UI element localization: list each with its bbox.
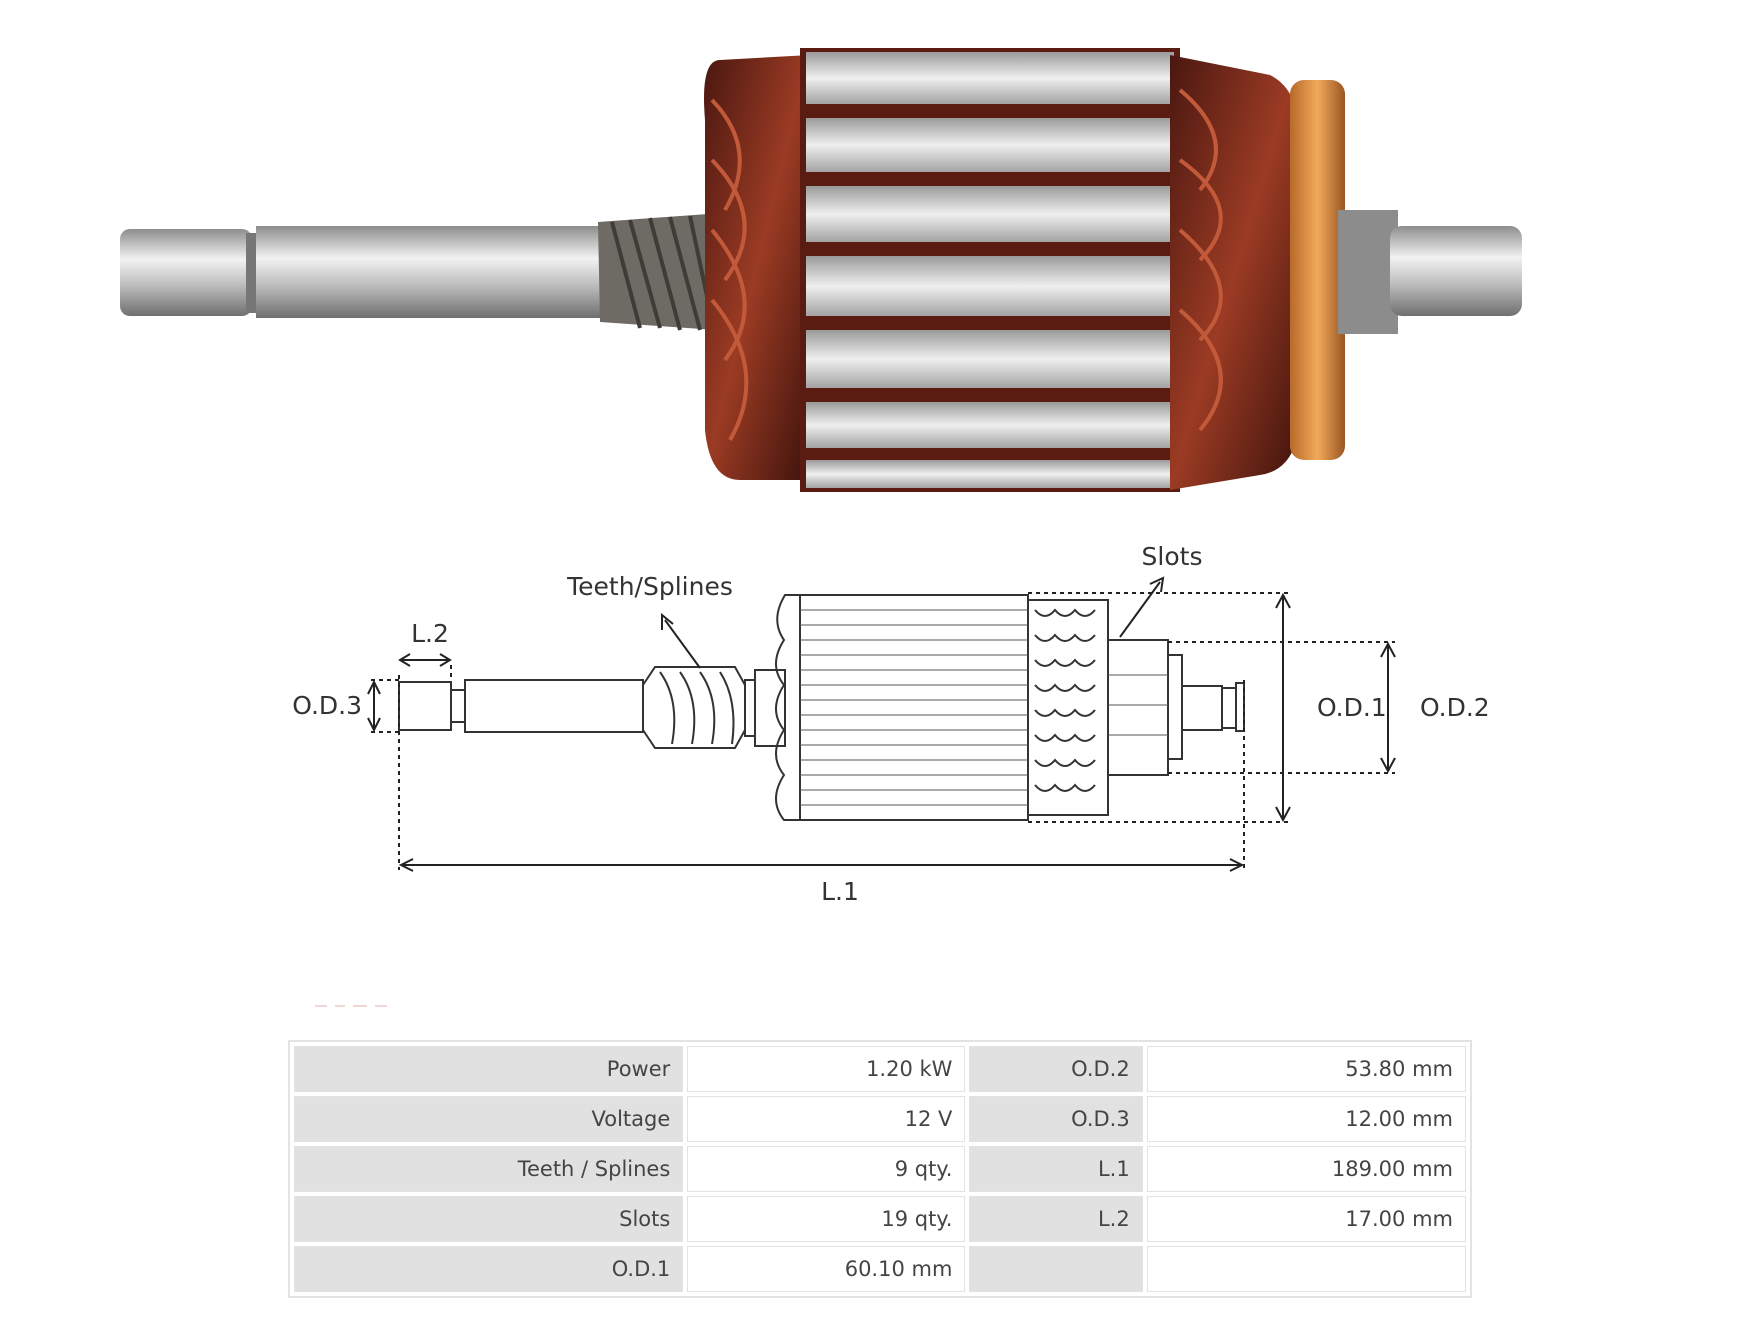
faint-mark (315, 1005, 387, 1007)
spec-value: 60.10 mm (687, 1246, 966, 1292)
table-row: Power 1.20 kW O.D.2 53.80 mm (294, 1046, 1466, 1092)
spec-key (969, 1246, 1143, 1292)
spec-key: O.D.2 (969, 1046, 1143, 1092)
spec-key: Slots (294, 1196, 684, 1242)
table-row: Voltage 12 V O.D.3 12.00 mm (294, 1096, 1466, 1142)
pinion-gear (598, 214, 716, 331)
specs-table: Power 1.20 kW O.D.2 53.80 mm Voltage 12 … (288, 1040, 1472, 1298)
label-od3: O.D.3 (292, 691, 362, 720)
spec-value: 9 qty. (687, 1146, 966, 1192)
label-l2: L.2 (411, 619, 449, 648)
shaft-left (120, 226, 606, 318)
shaft-tip (398, 681, 452, 731)
spec-key: O.D.1 (294, 1246, 684, 1292)
spec-key: Voltage (294, 1096, 684, 1142)
spec-value: 53.80 mm (1146, 1046, 1466, 1092)
commutator-outline (1107, 639, 1169, 776)
core-outline (799, 594, 1029, 821)
spec-key: O.D.3 (969, 1096, 1143, 1142)
spec-key: Teeth / Splines (294, 1146, 684, 1192)
spec-value: 1.20 kW (687, 1046, 966, 1092)
table-row: Slots 19 qty. L.2 17.00 mm (294, 1196, 1466, 1242)
table-row: O.D.1 60.10 mm (294, 1246, 1466, 1292)
winding-left (704, 55, 810, 480)
dimension-arrows (367, 576, 1396, 872)
label-od2: O.D.2 (1420, 693, 1490, 722)
label-slots: Slots (1142, 542, 1203, 571)
armature-core (800, 48, 1180, 492)
spec-value: 19 qty. (687, 1196, 966, 1242)
spec-key: L.1 (969, 1146, 1143, 1192)
label-od1: O.D.1 (1317, 693, 1387, 722)
spec-key: Power (294, 1046, 684, 1092)
shaft-right (1390, 226, 1522, 316)
label-teeth-splines: Teeth/Splines (566, 572, 733, 601)
spec-value: 12.00 mm (1146, 1096, 1466, 1142)
label-l1: L.1 (821, 877, 859, 906)
winding-right-outline (1027, 599, 1109, 816)
spec-value (1146, 1246, 1466, 1292)
winding-left-outline (775, 594, 801, 821)
spec-value: 17.00 mm (1146, 1196, 1466, 1242)
winding-right (1170, 55, 1300, 490)
commutator (1290, 80, 1398, 460)
armature-diagram: L.2 O.D.3 Teeth/Splines Slots O.D.1 O.D.… (292, 542, 1490, 906)
table-row: Teeth / Splines 9 qty. L.1 189.00 mm (294, 1146, 1466, 1192)
spec-value: 12 V (687, 1096, 966, 1142)
spec-value: 189.00 mm (1146, 1146, 1466, 1192)
armature-photo (120, 48, 1522, 492)
spec-key: L.2 (969, 1196, 1143, 1242)
